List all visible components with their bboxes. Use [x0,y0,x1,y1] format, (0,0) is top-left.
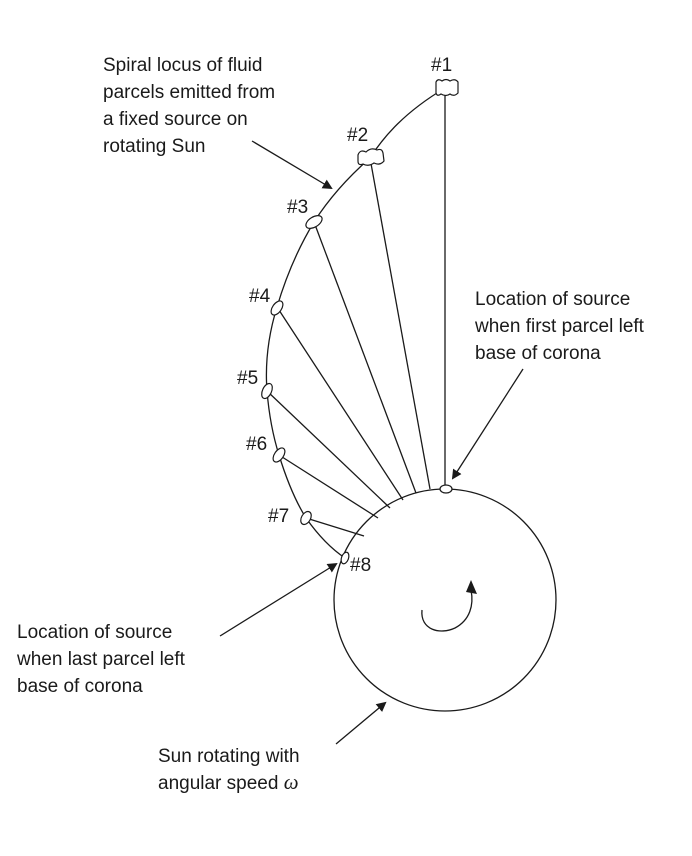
spiral-locus-annotation: Spiral locus of fluid parcels emitted fr… [103,55,333,190]
spiral-locus-arrow [251,140,333,190]
radial-line-3 [313,221,417,494]
sun [333,488,557,712]
spiral-locus-label-line-3: a fixed source on [103,109,248,130]
radial-line-2 [369,157,431,490]
parcel-label-2: #2 [347,125,368,146]
parcel-label-7: #7 [268,506,289,527]
radial-line-4 [276,306,404,501]
sun-rotation-label-line-1: Sun rotating with [158,746,300,767]
first-source-marker [439,484,453,494]
sun-rotation-label-text: angular speed [158,773,284,794]
fluid-parcels [261,78,459,565]
sun-disk [333,488,557,712]
radial-line-5 [266,390,391,509]
last-source-arrow [219,562,338,637]
parcel-label-4: #4 [249,286,271,307]
radial-line-6 [278,454,379,519]
spiral-locus [265,87,446,559]
radial-line-7 [305,517,365,537]
first-source-label-line-3: base of corona [475,343,601,364]
rotation-arrow [421,589,473,632]
last-source-label-line-3: base of corona [17,676,143,697]
parcel-label-8: #8 [350,555,371,576]
parcel-label-1: #1 [431,55,452,76]
parcel-6 [272,447,286,463]
sun-rotation-annotation: Sun rotating with angular speed ω [158,701,387,794]
parcel-label-5: #5 [237,368,258,389]
parcel-labels: #1 #2 #3 #4 #5 #6 #7 #8 [237,55,452,576]
sun-rotation-label-line-2: angular speed ω [158,770,299,794]
parcel-label-3: #3 [287,197,308,218]
spiral-locus-label-line-2: parcels emitted from [103,82,275,103]
parcel-5 [261,382,273,400]
omega-symbol: ω [284,770,299,794]
rotation-arrowhead [466,580,477,594]
first-source-label-line-1: Location of source [475,289,630,310]
parcel-2 [357,148,385,166]
spiral-locus-label-line-1: Spiral locus of fluid [103,55,262,76]
parcel-4 [270,300,284,316]
last-source-label-line-1: Location of source [17,622,172,643]
parcel-3 [305,215,323,229]
parcel-1 [435,78,459,97]
parcel-7 [300,510,312,526]
first-source-arrow [451,368,524,480]
parcel-8-source [340,551,350,565]
last-source-label-line-2: when last parcel left [16,649,186,670]
sun-rotation-arrow [335,701,387,745]
parcel-label-6: #6 [246,434,267,455]
last-source-annotation: Location of source when last parcel left… [16,562,338,697]
first-source-annotation: Location of source when first parcel lef… [451,289,645,480]
radial-lines [266,88,446,537]
first-source-label-line-2: when first parcel left [474,316,645,337]
spiral-locus-label-line-4: rotating Sun [103,136,205,157]
